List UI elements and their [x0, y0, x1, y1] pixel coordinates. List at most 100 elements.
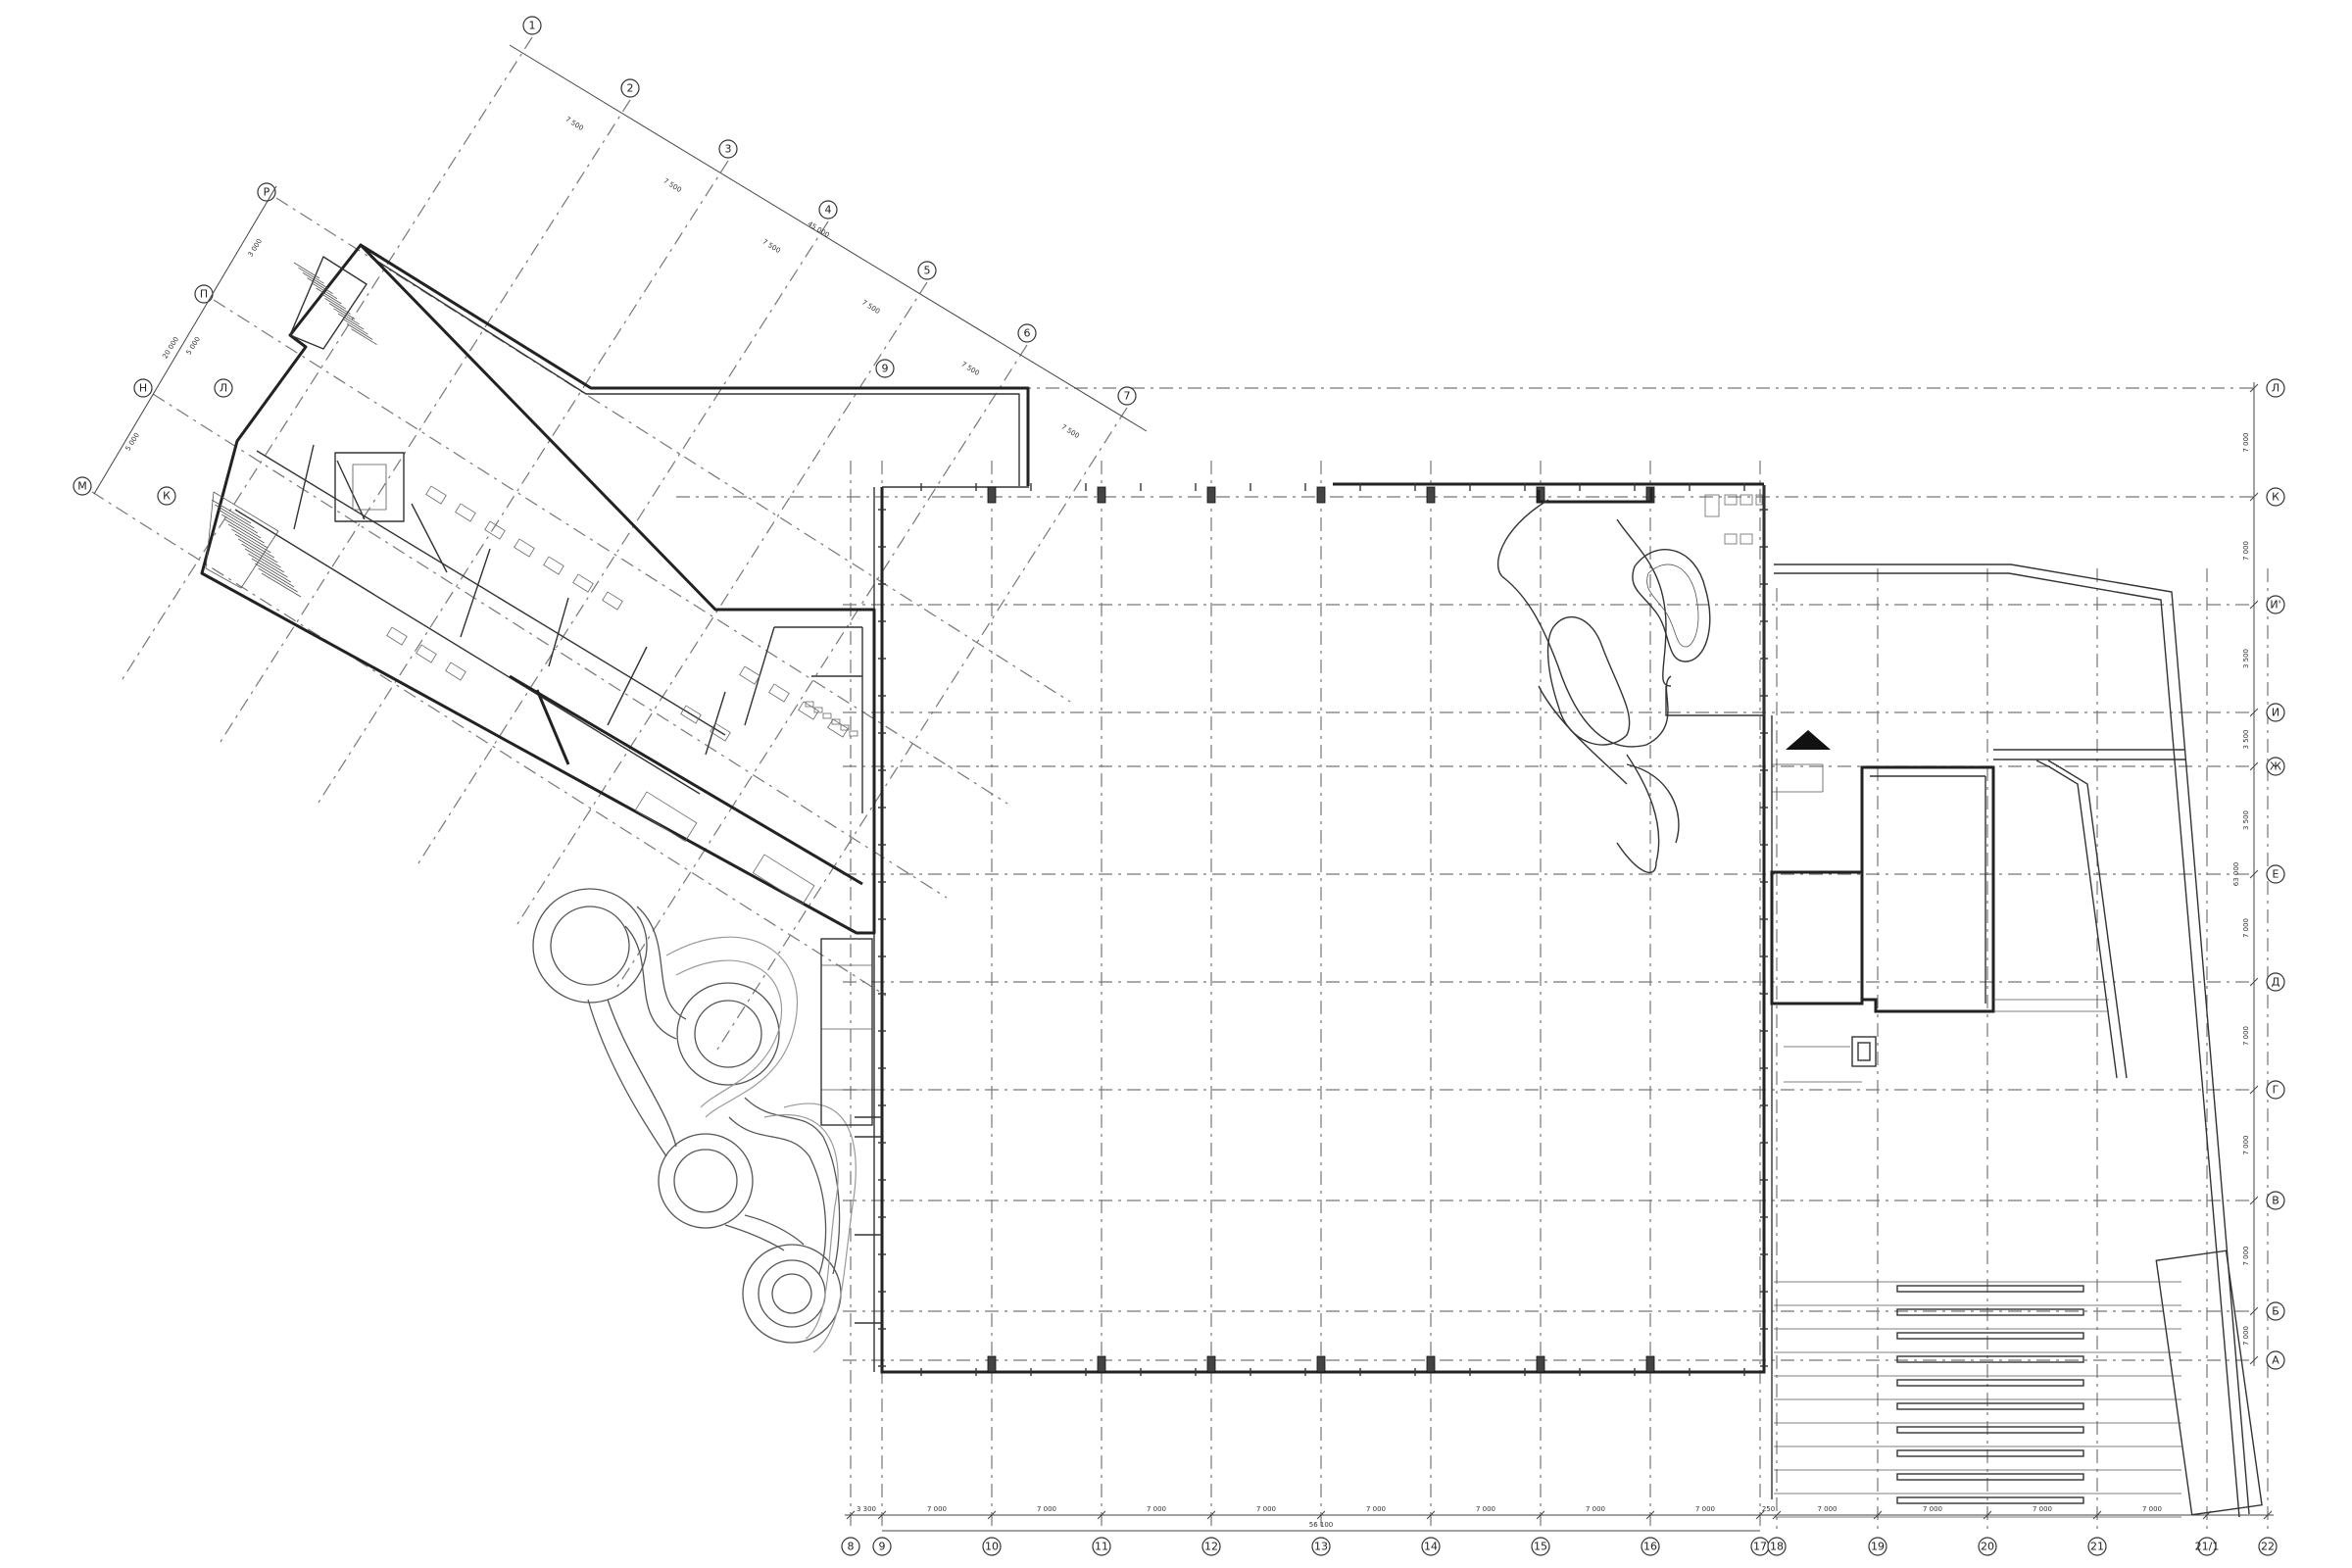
stair-tread — [231, 528, 271, 554]
axis-label-bottom-8: 16 — [1643, 1541, 1657, 1553]
desk — [455, 503, 476, 522]
step-bench — [1896, 1332, 2084, 1340]
desk — [827, 718, 849, 738]
axis-label-left-2-circle — [133, 378, 153, 398]
dim-tick-right-3 — [2249, 708, 2259, 717]
axis-label-bottom-7-circle — [1531, 1537, 1550, 1556]
chair — [840, 724, 850, 731]
axis-label-bottom-13: 21 — [2090, 1541, 2104, 1553]
dim-tick-6 — [1426, 1510, 1436, 1520]
dim-tick-7 — [1536, 1510, 1545, 1520]
dim-text-bottom-9: 250 — [1762, 1505, 1775, 1513]
desk — [680, 705, 702, 724]
dim-text-bottom-10: 7 000 — [1817, 1505, 1837, 1513]
dim-tick-right-9 — [2249, 1306, 2259, 1316]
axis-label-right-0: Л — [2272, 382, 2279, 395]
dim-tick-12 — [1983, 1510, 1992, 1520]
axis-label-top-2: 3 — [725, 143, 732, 156]
dim-text-right-9: 7 000 — [2242, 1326, 2250, 1346]
axis-label-inner-2: 9 — [882, 363, 889, 375]
column-bottom-5 — [1536, 1355, 1545, 1373]
axis-label-inner-0-circle — [214, 378, 233, 398]
column-bottom-2 — [1206, 1355, 1216, 1373]
chair — [805, 701, 814, 708]
axis-label-top-4: 5 — [924, 265, 931, 277]
terrace-steps — [1774, 1281, 2181, 1518]
dim-tick-0 — [846, 1510, 856, 1520]
column-top-3 — [1316, 486, 1326, 504]
axis-label-right-9-circle — [2266, 1301, 2285, 1321]
left-strip — [855, 1116, 882, 1324]
axis-label-bottom-7: 15 — [1534, 1541, 1547, 1553]
axis-label-bottom-12-circle — [1978, 1537, 1997, 1556]
step-bench — [1896, 1308, 2084, 1316]
axis-label-right-1: К — [2272, 491, 2279, 504]
stair-tread — [319, 292, 347, 310]
dim-tick-4 — [1206, 1510, 1216, 1520]
step-bench — [1896, 1285, 2084, 1293]
stair-tread — [333, 308, 360, 325]
axis-label-left-3-circle — [73, 476, 92, 496]
stair-tread — [224, 518, 265, 544]
axis-label-inner-2-circle — [875, 359, 895, 378]
dim-text-bottom-6: 7 000 — [1476, 1505, 1495, 1513]
axis-label-bottom-8-circle — [1641, 1537, 1660, 1556]
axis-label-top-0-circle — [522, 16, 542, 35]
axis-label-right-3-circle — [2266, 703, 2285, 722]
axis-label-right-9: Б — [2272, 1305, 2279, 1318]
column-bottom-6 — [1645, 1355, 1655, 1373]
axis-label-bottom-2-circle — [982, 1537, 1002, 1556]
chair — [849, 730, 858, 737]
dim-text-bottom-3: 7 000 — [1147, 1505, 1166, 1513]
dim-text-right-4: 3 500 — [2242, 810, 2250, 830]
axis-label-right-5: Е — [2273, 868, 2279, 881]
axis-label-left-0: Р — [264, 186, 270, 199]
column-bottom-4 — [1426, 1355, 1436, 1373]
axis-label-top-2-circle — [718, 139, 738, 159]
step-bench — [1896, 1473, 2084, 1481]
dim-tick-11 — [1873, 1510, 1883, 1520]
axis-line-diag-2 — [316, 160, 729, 807]
axis-label-bottom-3: 11 — [1095, 1541, 1108, 1553]
dim-tick-right-2 — [2249, 600, 2259, 610]
axis-label-right-2: И' — [2270, 599, 2280, 612]
axis-label-bottom-0-circle — [841, 1537, 860, 1556]
dim-tick-right-7 — [2249, 1085, 2259, 1095]
axis-label-bottom-9: 17 — [1753, 1541, 1767, 1553]
axis-line-diag-4 — [514, 281, 928, 928]
axis-label-top-1-circle — [620, 78, 640, 98]
axis-label-left-1: П — [200, 288, 208, 301]
axis-label-right-7: Г — [2273, 1084, 2279, 1097]
axis-label-bottom-10-circle — [1767, 1537, 1787, 1556]
dim-tick-right-8 — [2249, 1196, 2259, 1205]
axis-label-bottom-6-circle — [1421, 1537, 1441, 1556]
dim-tick-2 — [987, 1510, 997, 1520]
stair-tread — [324, 298, 351, 315]
axis-label-bottom-4-circle — [1201, 1537, 1221, 1556]
stair-tread — [254, 563, 295, 588]
axis-label-bottom-12: 20 — [1981, 1541, 1994, 1553]
dim-tick-right-10 — [2249, 1355, 2259, 1365]
axis-label-bottom-5-circle — [1311, 1537, 1331, 1556]
dim-text-right-0: 7 000 — [2242, 432, 2250, 452]
stair-tread — [251, 558, 292, 583]
stair-tread — [234, 533, 275, 559]
office-furniture — [211, 262, 858, 906]
step-bench — [1896, 1402, 2084, 1410]
chair — [831, 718, 841, 725]
dim-tick-right-1 — [2249, 492, 2259, 502]
axis-label-right-0-circle — [2266, 378, 2285, 398]
axis-label-right-6: Д — [2272, 976, 2280, 989]
stair-tread — [261, 572, 302, 598]
axis-label-bottom-5: 13 — [1314, 1541, 1328, 1553]
dim-text-bottom-0: 3 300 — [857, 1505, 876, 1513]
axis-label-right-8-circle — [2266, 1191, 2285, 1210]
axis-label-right-4: Ж — [2270, 760, 2281, 773]
dim-text-bottom-total: 56 100 — [1309, 1521, 1334, 1529]
axis-label-top-5: 6 — [1024, 327, 1031, 340]
dim-text-right-total: 63 000 — [2232, 862, 2240, 887]
axis-line-diag-1 — [218, 99, 631, 746]
step-bench — [1896, 1379, 2084, 1387]
stair-tread — [237, 538, 278, 564]
table — [752, 854, 815, 906]
